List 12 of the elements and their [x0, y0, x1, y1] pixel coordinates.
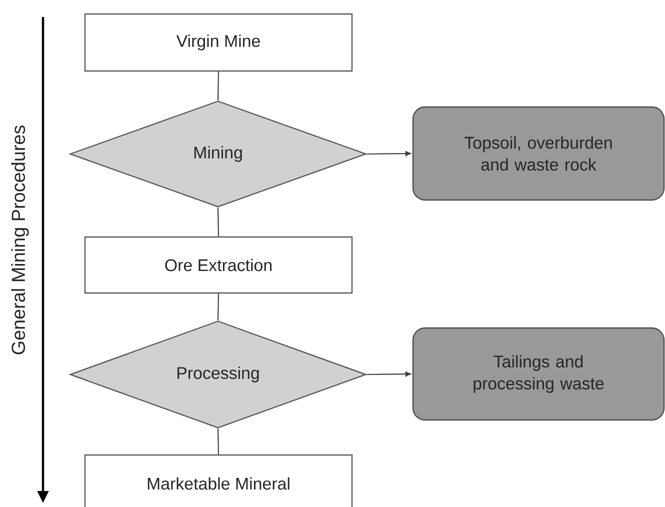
connector [366, 372, 411, 377]
connector [217, 208, 220, 236]
connector [217, 428, 220, 454]
output-box: Tailings and processing waste [412, 327, 665, 421]
connector [217, 72, 220, 100]
process-box: Marketable Mineral [84, 454, 353, 507]
connector [217, 294, 220, 320]
output-box: Topsoil, overburden and waste rock [412, 106, 665, 201]
process-box: Virgin Mine [84, 13, 353, 72]
process-box: Ore Extraction [84, 236, 353, 294]
axis-label: General Mining Procedures [11, 126, 29, 354]
connector [366, 151, 411, 156]
